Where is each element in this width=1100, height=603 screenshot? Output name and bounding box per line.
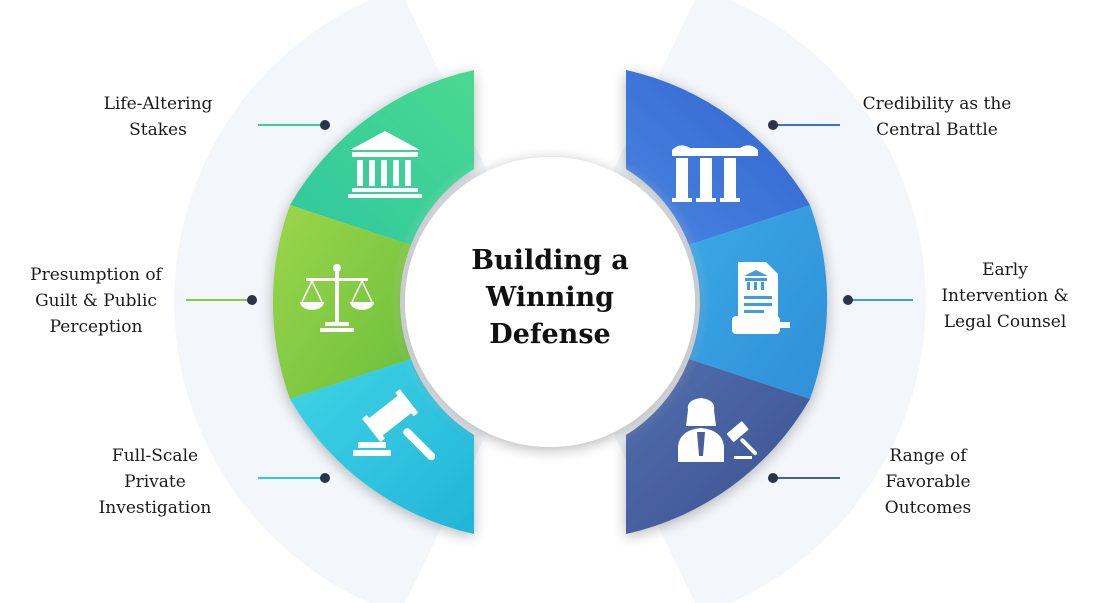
label-line: Credibility as the [862, 94, 1012, 114]
label-line: Private [124, 472, 186, 492]
center-title-line: Defense [489, 319, 611, 350]
label-early-intervention: Early Intervention & Legal Counsel [918, 257, 1092, 335]
label-line: Early [982, 260, 1028, 280]
gavel-icon [353, 389, 436, 461]
center-circle [405, 157, 695, 447]
label-line: Presumption of [30, 265, 162, 285]
label-credibility: Credibility as the Central Battle [842, 91, 1032, 143]
connector-dot-4 [768, 120, 778, 130]
connector-dot-5 [843, 295, 853, 305]
label-life-altering-stakes: Life-Altering Stakes [78, 91, 238, 143]
label-line: Intervention & [941, 286, 1069, 306]
legal-document-icon [732, 262, 790, 334]
columns-icon [672, 145, 758, 202]
label-range-of-outcomes: Range of Favorable Outcomes [852, 443, 1004, 521]
label-line: Investigation [98, 498, 212, 518]
label-line: Life-Altering [103, 94, 213, 114]
label-line: Favorable [885, 472, 971, 492]
scales-of-justice-icon [300, 264, 374, 332]
label-line: Range of [889, 446, 967, 466]
label-line: Perception [49, 317, 143, 337]
center-title-line: Winning [485, 282, 615, 313]
label-line: Legal Counsel [943, 312, 1067, 332]
label-line: Full-Scale [111, 446, 199, 466]
label-line: Outcomes [884, 498, 972, 518]
courthouse-icon [348, 131, 422, 198]
label-presumption-of-guilt: Presumption of Guilt & Public Perception [8, 262, 184, 340]
center-title-line: Building a [471, 245, 629, 276]
segment-presumption-of-guilt [272, 205, 411, 399]
connector-dot-2 [247, 295, 257, 305]
connector-dot-1 [320, 120, 330, 130]
connector-dot-6 [768, 473, 778, 483]
judge-icon [678, 398, 758, 462]
label-line: Central Battle [876, 120, 998, 140]
connector-dot-3 [320, 473, 330, 483]
label-line: Guilt & Public [35, 291, 157, 311]
connectors [186, 120, 913, 483]
label-line: Stakes [129, 120, 187, 140]
label-full-scale-investigation: Full-Scale Private Investigation [70, 443, 240, 521]
center-title: Building a Winning Defense [436, 242, 664, 353]
